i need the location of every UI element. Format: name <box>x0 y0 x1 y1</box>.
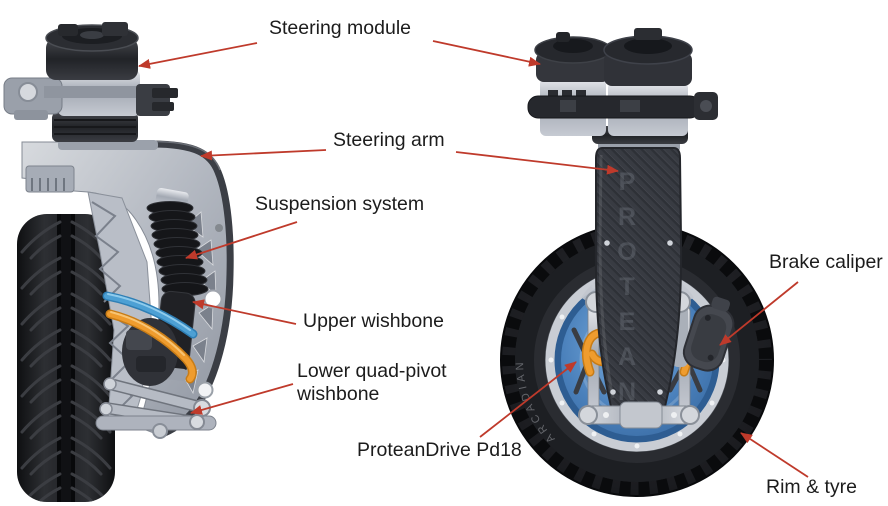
arm-rivets <box>604 240 673 395</box>
label-upper-wishbone: Upper wishbone <box>303 310 444 332</box>
label-steering-module: Steering module <box>269 17 412 39</box>
left-tyre-tread <box>20 214 112 502</box>
right-steering-module <box>527 28 718 144</box>
arrow-steering-module-left <box>138 42 258 69</box>
label-lower-quad-pivot-wishbone: Lower quad-pivot wishbone <box>297 360 447 406</box>
lower-wishbone <box>95 377 217 439</box>
label-lower-wishbone-line2: wishbone <box>297 383 380 405</box>
left-tyre <box>17 214 115 502</box>
module-clamp-bar <box>527 95 701 119</box>
arrow-steering-arm-right <box>455 151 619 175</box>
pivot <box>189 414 205 430</box>
arrow-steering-arm-left <box>200 149 327 161</box>
tread-blocks <box>501 224 773 496</box>
arrow-protean-drive <box>479 361 577 438</box>
frame-hole <box>196 381 214 399</box>
arrow-upper-wishbone <box>192 299 297 325</box>
arrow-suspension-system <box>185 221 298 260</box>
label-rim-tyre: Rim & tyre <box>766 476 858 498</box>
arrow-steering-module-right <box>432 40 541 67</box>
left-cables <box>102 291 198 384</box>
label-suspension-system: Suspension system <box>255 193 425 215</box>
arrow-brake-caliper <box>719 281 799 346</box>
left-steering-module <box>3 22 178 150</box>
lower-bracket <box>578 401 700 429</box>
arm-brand-embossed-text: PROTEAN <box>613 168 641 413</box>
frame-hole <box>203 289 223 309</box>
annotation-arrows <box>138 40 809 478</box>
label-protean-drive: ProteanDrive Pd18 <box>357 439 522 461</box>
arm-bracket <box>25 165 75 193</box>
arrow-rim-tyre <box>740 432 809 478</box>
arrow-lower-wishbone <box>190 383 294 415</box>
left-assembly <box>3 22 234 502</box>
label-steering-arm: Steering arm <box>333 129 445 151</box>
label-brake-caliper: Brake caliper <box>769 251 883 273</box>
right-assembly: ARCADIAN <box>500 28 774 497</box>
label-lower-wishbone-line1: Lower quad-pivot <box>297 360 447 382</box>
frame-hole <box>215 224 223 232</box>
